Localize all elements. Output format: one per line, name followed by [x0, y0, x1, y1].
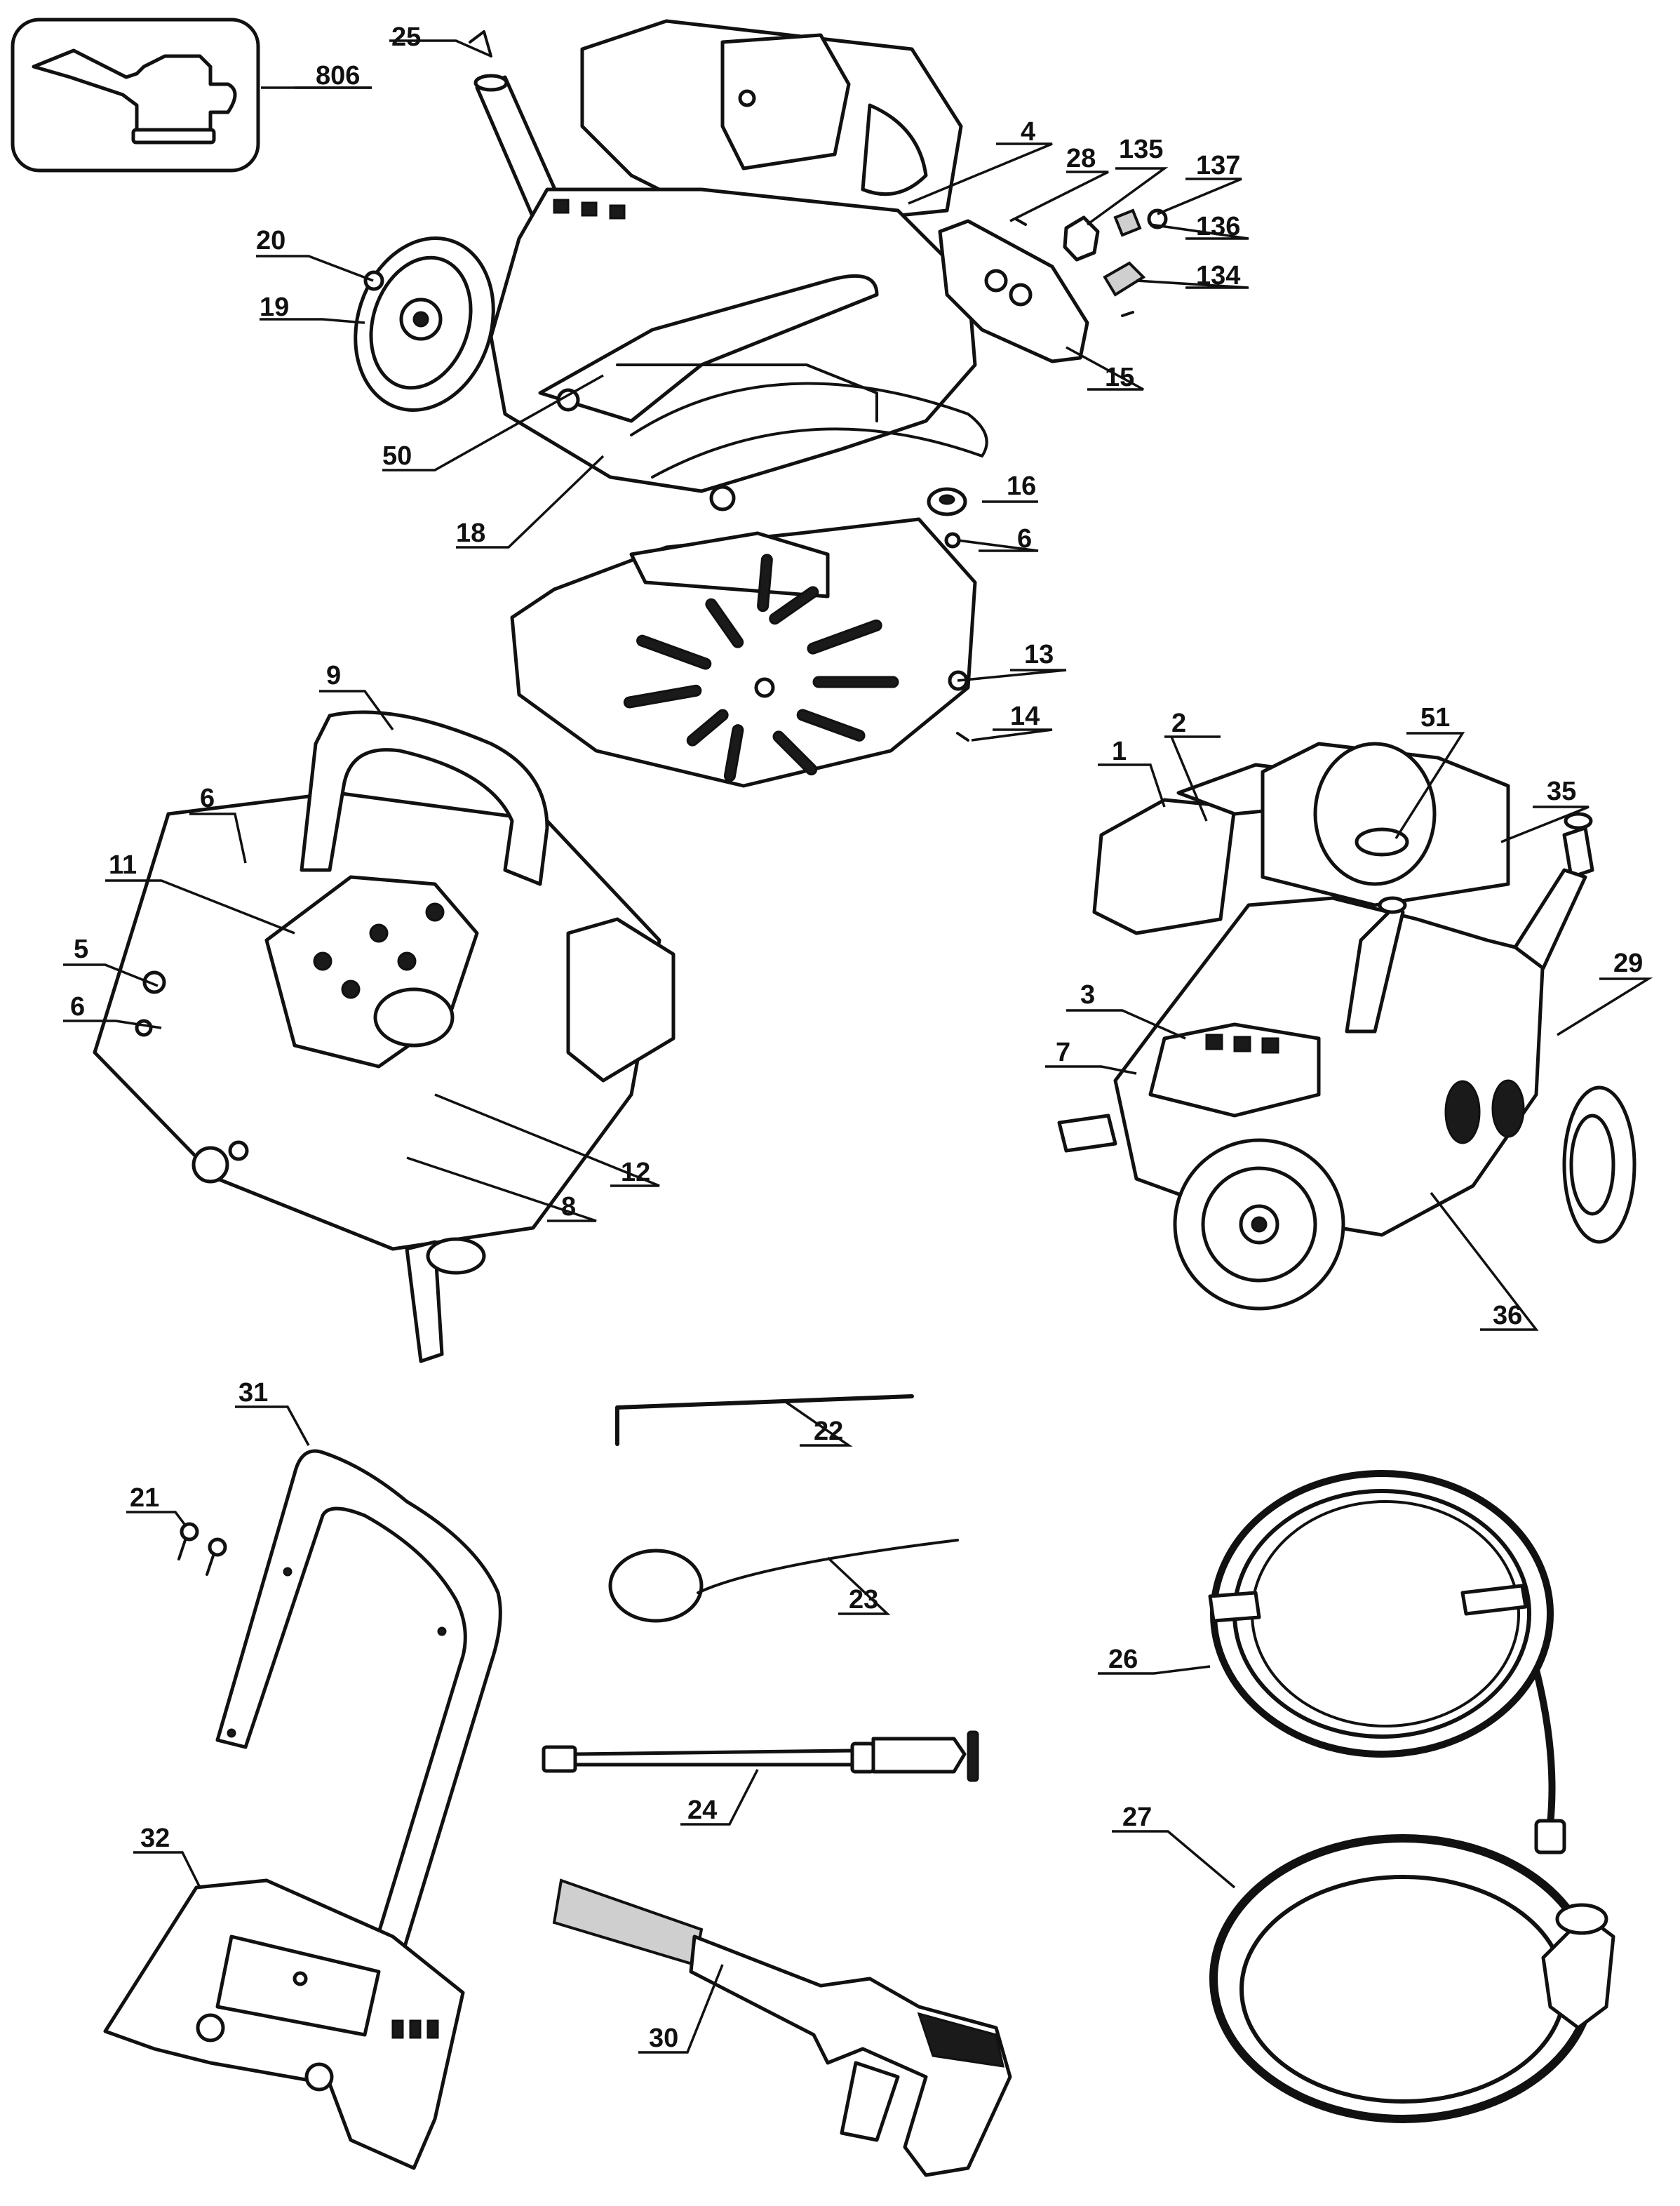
callout-6-c: 6 [70, 992, 85, 1022]
leader-lines [63, 39, 1653, 2054]
callout-23: 23 [849, 1585, 878, 1615]
callout-18: 18 [456, 519, 485, 548]
callout-137: 137 [1196, 151, 1240, 180]
callout-8: 8 [561, 1192, 576, 1222]
callout-12: 12 [621, 1158, 650, 1187]
callout-27: 27 [1122, 1803, 1152, 1832]
callout-136: 136 [1196, 212, 1240, 241]
callout-26: 26 [1108, 1645, 1138, 1674]
callout-13: 13 [1024, 640, 1054, 669]
callout-22: 22 [814, 1417, 843, 1446]
assembled-washer [1057, 742, 1637, 1311]
callout-32: 32 [140, 1824, 170, 1853]
vent-slots [623, 554, 899, 782]
callout-31: 31 [238, 1378, 268, 1408]
foot-16 [927, 487, 967, 516]
callout-806: 806 [316, 61, 360, 91]
callout-19: 19 [260, 293, 289, 322]
callout-30: 30 [649, 2024, 678, 2053]
callout-50: 50 [382, 441, 412, 471]
screw-14 [956, 732, 969, 742]
callout-36: 36 [1493, 1301, 1522, 1330]
frame-main [489, 187, 988, 512]
bracket-32 [103, 1878, 465, 2170]
bolts-21 [177, 1522, 227, 1576]
callout-21: 21 [130, 1483, 159, 1513]
callout-5: 5 [74, 935, 88, 964]
belly-pan-13 [510, 517, 977, 788]
callout-28: 28 [1066, 144, 1096, 173]
nozzle-cleaner-23 [608, 1539, 959, 1623]
callout-35: 35 [1547, 777, 1576, 806]
callout-4: 4 [1021, 117, 1035, 147]
callout-2: 2 [1171, 709, 1186, 738]
callout-24: 24 [687, 1796, 717, 1825]
callout-15: 15 [1105, 363, 1134, 392]
callout-1: 1 [1112, 737, 1127, 766]
callout-16: 16 [1007, 472, 1036, 501]
hose-26 [1208, 1470, 1566, 1854]
callout-9: 9 [326, 661, 341, 690]
callout-14: 14 [1010, 702, 1040, 731]
callout-135: 135 [1119, 135, 1163, 164]
spray-gun-30 [552, 1878, 1012, 2177]
callout-20: 20 [256, 226, 285, 255]
engine-exploded [580, 19, 963, 234]
handle-tube-25 [469, 30, 563, 220]
callout-6-b: 6 [200, 784, 215, 813]
panel-15 [938, 219, 1089, 363]
callout-51: 51 [1420, 703, 1450, 733]
hose-27 [1209, 1834, 1615, 2123]
hex-key-22 [615, 1394, 914, 1446]
screw-6-top [944, 532, 961, 549]
callout-29: 29 [1613, 949, 1643, 978]
wand-24 [542, 1730, 979, 1782]
pump-bottom-view [93, 710, 676, 1363]
callout-7: 7 [1056, 1038, 1070, 1067]
oil-bottle-inset [11, 18, 260, 173]
callout-3: 3 [1080, 980, 1095, 1010]
callout-134: 134 [1196, 261, 1240, 290]
callout-labels: 806 25 4 28 135 137 136 134 20 19 15 50 … [70, 22, 1643, 2053]
callout-6-a: 6 [1017, 524, 1032, 554]
callout-11: 11 [109, 850, 137, 880]
fittings [1014, 208, 1168, 317]
callout-25: 25 [391, 22, 421, 52]
pump-valves [313, 902, 445, 999]
wheel-19 [354, 236, 495, 412]
